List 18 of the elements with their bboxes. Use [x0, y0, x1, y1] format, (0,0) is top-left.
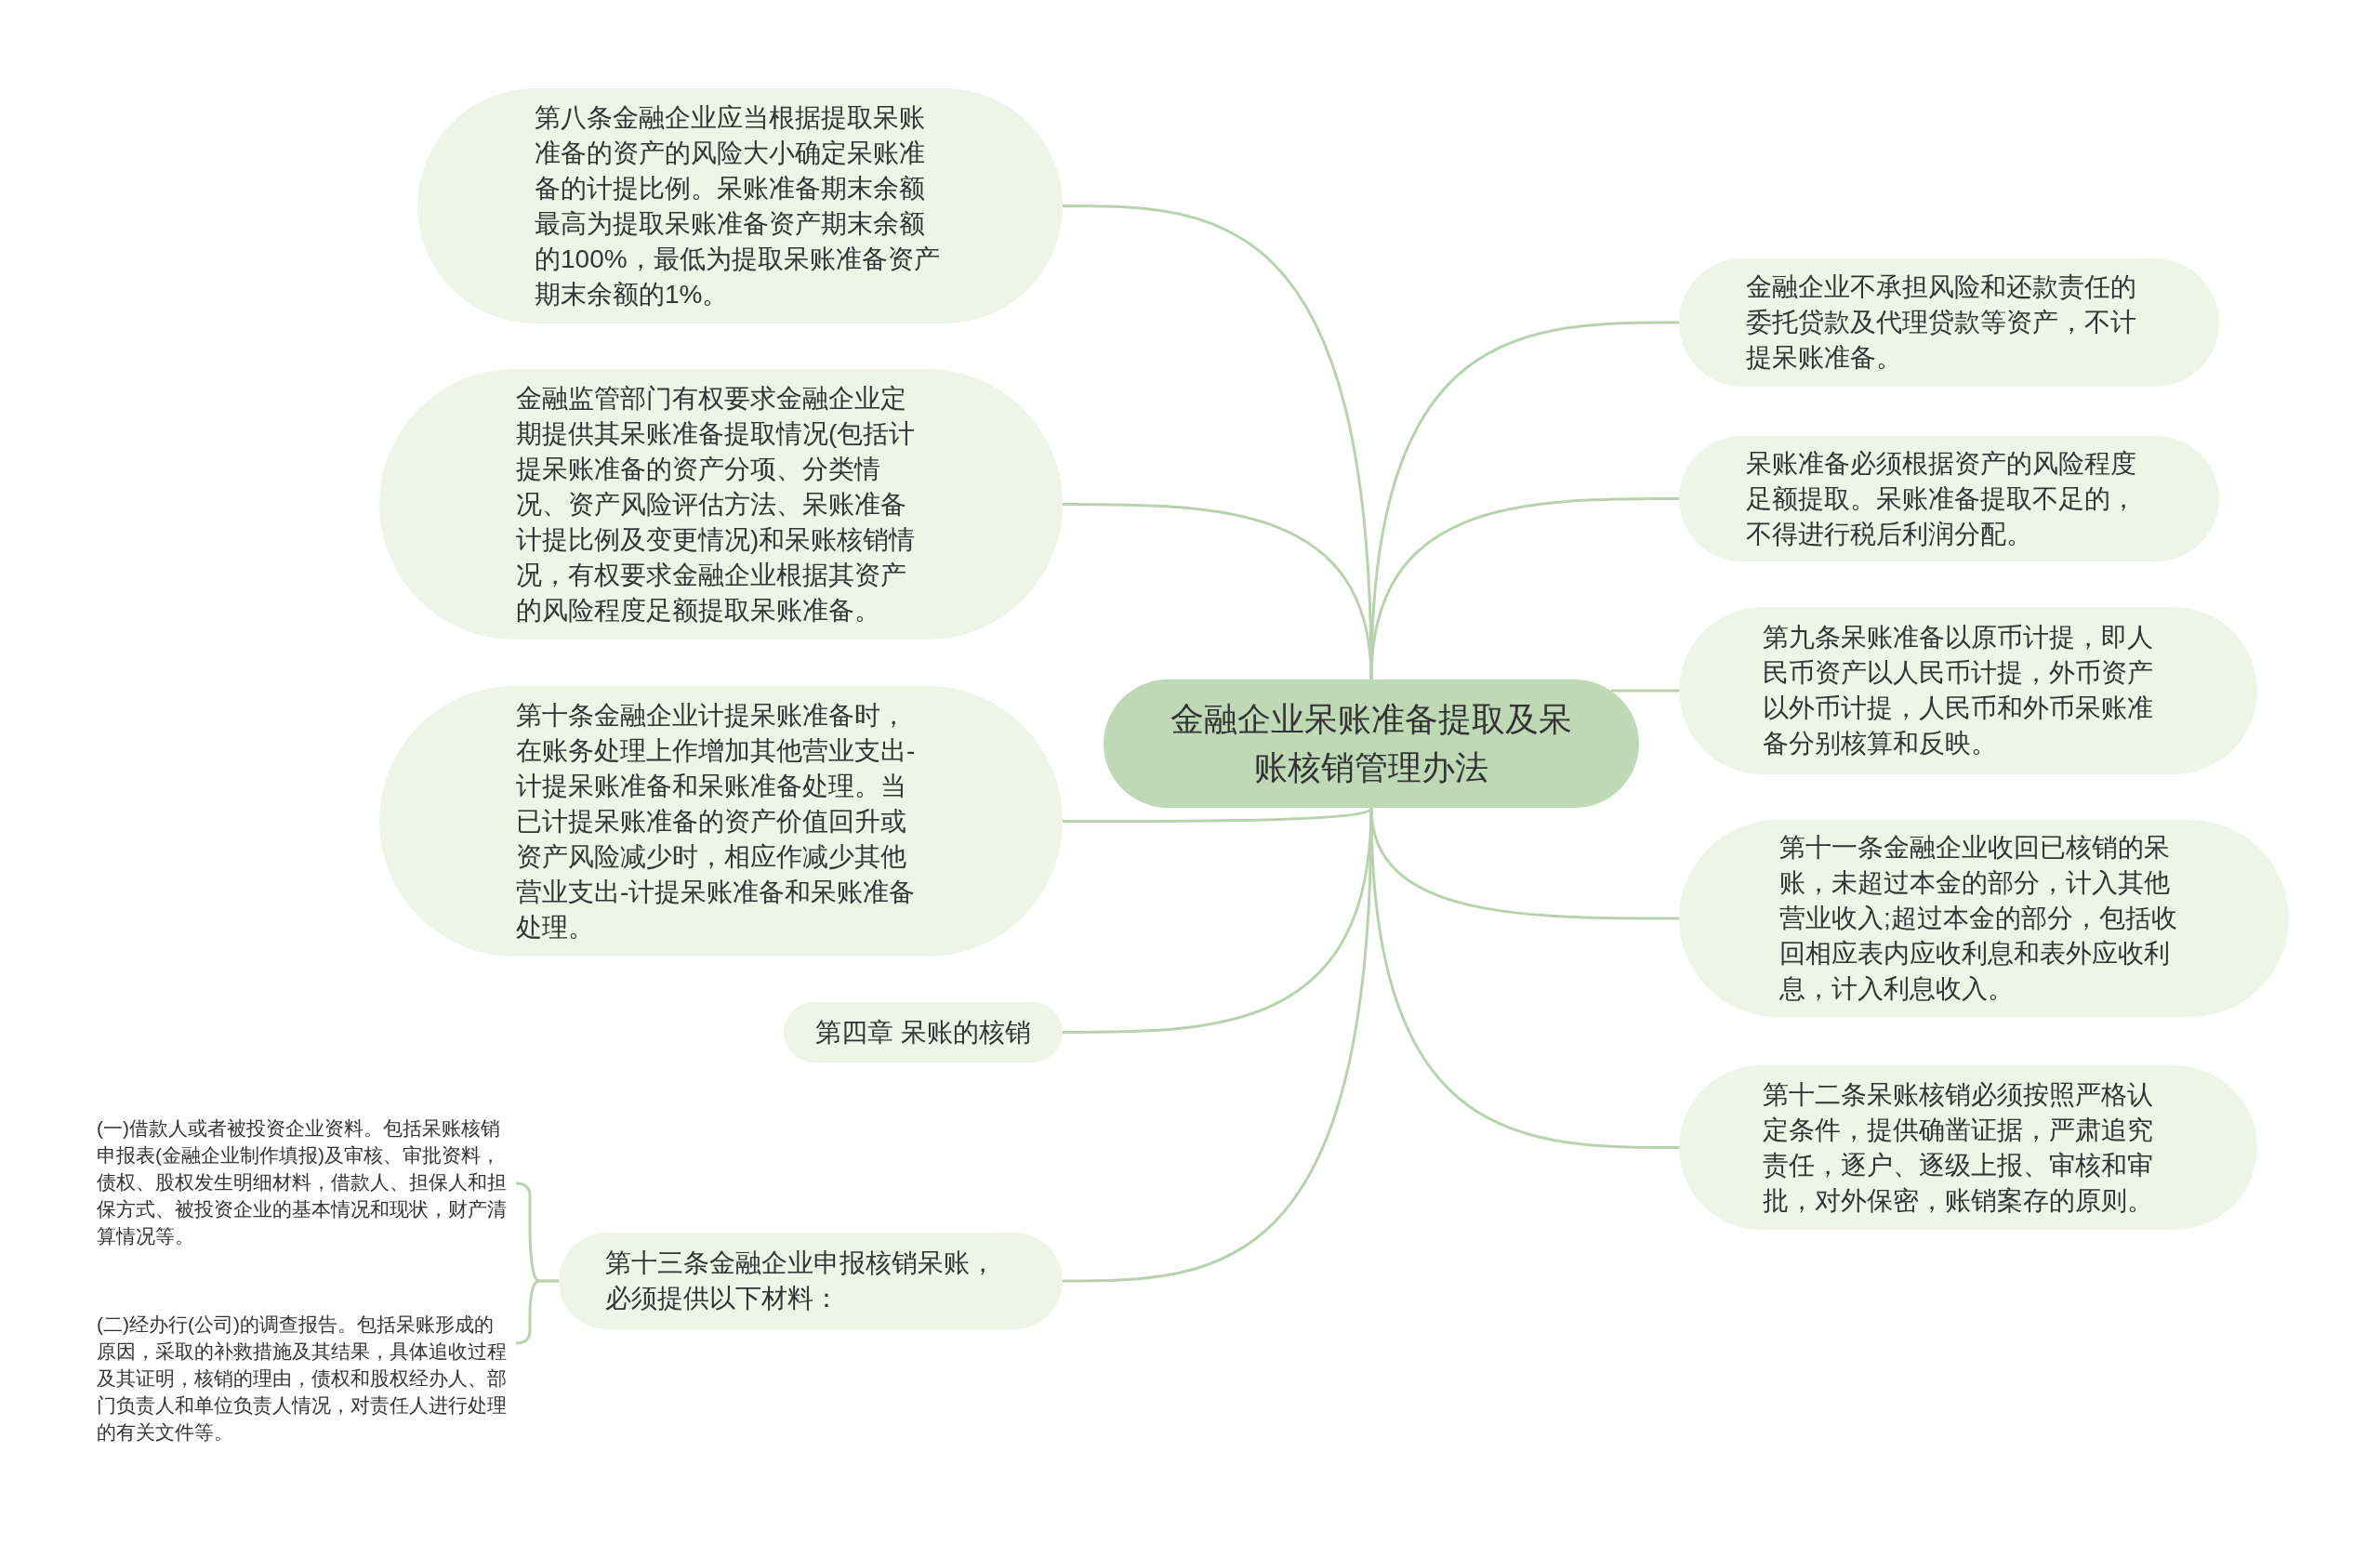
note-text: (一)借款人或者被投资企业资料。包括呆账核销申报表(金融企业制作填报)及审核、审批资料，债权、股权发生明细材料，借款人、担保人和担保方式、被投资企业的基本情况和现状，财产清算情况等。 [97, 1115, 510, 1247]
topic-bubble: 第十条金融企业计提呆账准备时，在账务处理上作增加其他营业支出-计提呆账准备和呆账准备处理。当已计提呆账准备的资产价值回升或资产风险减少时，相应作减少其他营业支出-计提呆账准备和呆账准备处理。 [379, 686, 1063, 957]
topic-bubble: 第九条呆账准备以原币计提，即人民币资产以人民币计提，外币资产以外币计提，人民币和外币呆账准备分别核算和反映。 [1679, 607, 2257, 774]
topic-bubble: 第四章 呆账的核销 [784, 1002, 1063, 1062]
central-topic: 金融企业呆账准备提取及呆账核销管理办法 [1104, 680, 1639, 808]
topic-bubble: 第八条金融企业应当根据提取呆账准备的资产的风险大小确定呆账准备的计提比例。呆账准备期末余额最高为提取呆账准备资产期末余额的100%，最低为提取呆账准备资产期末余额的1%。 [417, 88, 1063, 323]
connector-line [1063, 503, 1373, 680]
connector-line [1369, 321, 1679, 680]
note-text: (二)经办行(公司)的调查报告。包括呆账形成的原因，采取的补救措施及其结果，具体追收过程及其证明，核销的理由，债权和股权经办人、部门负责人和单位负责人情况，对责任人进行处理的有关文件等。 [97, 1312, 510, 1444]
topic-bubble: 金融监管部门有权要求金融企业定期提供其呆账准备提取情况(包括计提呆账准备的资产分项、分类情况、资产风险评估方法、呆账准备计提比例及变更情况)和呆账核销情况，有权要求金融企业根据其资产的风险程度足额提取呆账准备。 [379, 369, 1063, 640]
connector-line [515, 1279, 559, 1345]
connector-line [1369, 497, 1679, 680]
topic-bubble: 第十二条呆账核销必须按照严格认定条件，提供确凿证据，严肃追究责任，逐户、逐级上报、审核和审批，对外保密，账销案存的原则。 [1679, 1065, 2257, 1230]
topic-bubble: 呆账准备必须根据资产的风险程度足额提取。呆账准备提取不足的，不得进行税后利润分配。 [1679, 436, 2219, 561]
topic-bubble: 金融企业不承担风险和还款责任的委托贷款及代理贷款等资产，不计提呆账准备。 [1679, 258, 2219, 387]
topic-bubble: 第十一条金融企业收回已核销的呆账，未超过本金的部分，计入其他营业收入;超过本金的部分，包括收回相应表内应收利息和表外应收利息，计入利息收入。 [1679, 820, 2289, 1017]
connector-line [1611, 689, 1679, 693]
topic-bubble: 第十三条金融企业申报核销呆账，必须提供以下材料： [559, 1233, 1063, 1329]
